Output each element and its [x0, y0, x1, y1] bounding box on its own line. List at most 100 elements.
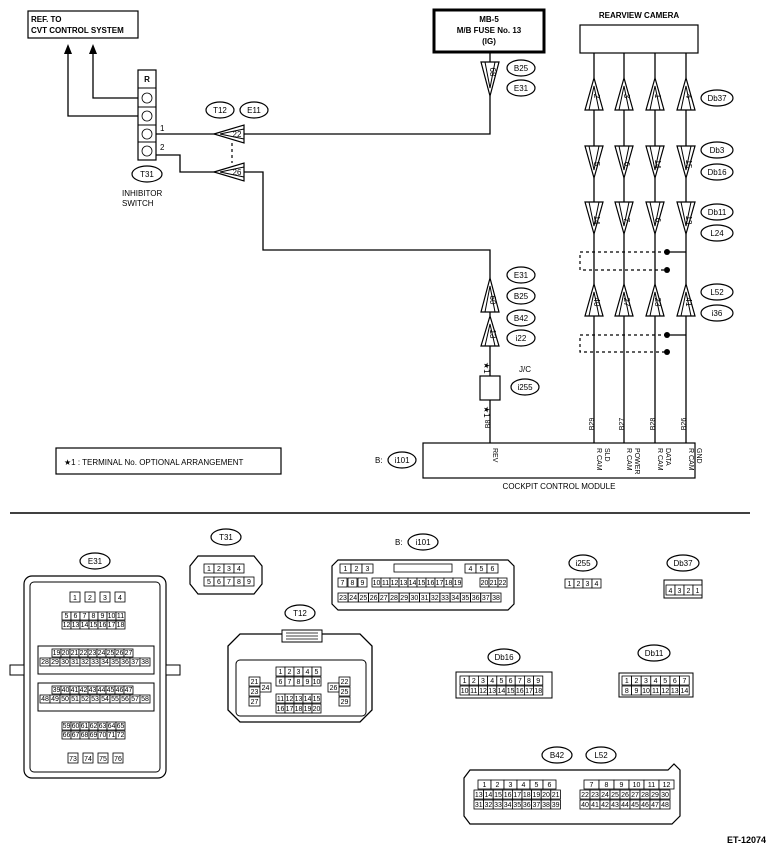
connector-pin-number: 15 — [507, 688, 515, 695]
connector-pin-number: 13 — [475, 792, 483, 799]
connector-pin-number: 34 — [451, 595, 459, 602]
db16-face-tag — [487, 648, 521, 666]
t31-connector-body — [189, 555, 263, 595]
rev-pin-60-connector: 60 — [480, 275, 500, 313]
connector-pin-number: 14 — [81, 622, 89, 629]
l52-face-tag — [585, 746, 617, 764]
t31-code: T31 — [140, 170, 154, 179]
connector-pin — [243, 576, 255, 587]
pin-13: 13 — [488, 330, 497, 339]
connector-pin-number: 27 — [631, 792, 639, 799]
connector-pin-number: 68 — [81, 732, 89, 739]
connector-pin-number: 33 — [91, 659, 99, 666]
connector-pin — [311, 666, 322, 677]
connector-pin-number: 13 — [400, 580, 408, 587]
connector-pin-number: 15 — [418, 580, 426, 587]
connector-pin-number: 8 — [297, 679, 301, 686]
connector-pin-number: 8 — [92, 613, 96, 620]
connector-pin-number: 71 — [108, 732, 116, 739]
connector-pin-number: 6 — [217, 579, 221, 586]
cockpit-control-module-box — [422, 442, 696, 479]
ccm-pin: B27 — [619, 418, 626, 431]
ref-line1: REF. TO — [31, 15, 62, 24]
fuse-box: MB-5 M/B FUSE No. 13 (IG) — [432, 8, 546, 54]
connector-pin — [490, 592, 502, 603]
connector-pin-number: 29 — [400, 595, 408, 602]
connector-pin-number: 23 — [339, 595, 347, 602]
connector-pin-number: 27 — [380, 595, 388, 602]
connector-pin-number: 32 — [431, 595, 439, 602]
connector-pin-number: 73 — [69, 756, 77, 763]
connector-pin-number: 75 — [99, 756, 107, 763]
connector-pin-number: 3 — [644, 678, 648, 685]
camera-tier-tag — [700, 203, 734, 221]
connector-pin-number: 40 — [62, 687, 70, 694]
connector-pin-number: 27 — [251, 699, 259, 706]
connector-pin-number: 8 — [625, 688, 629, 695]
connector-pin-number: 20 — [62, 650, 70, 657]
connector-pin-number: 42 — [80, 687, 88, 694]
inhibitor-line1: INHIBITOR — [122, 189, 163, 198]
connector-pin — [112, 752, 124, 764]
connector-pin-number: 9 — [620, 782, 624, 789]
connector-pin-number: 3 — [227, 566, 231, 573]
connector-pin-number: 37 — [131, 659, 139, 666]
connector-pin-number: 40 — [581, 802, 589, 809]
connector-pin-number: 17 — [513, 792, 521, 799]
connector-pin-number: 26 — [116, 650, 124, 657]
connector-pin-number: 8 — [237, 579, 241, 586]
connector-pin-number: 16 — [99, 622, 107, 629]
ccm-pin: B8 — [485, 420, 492, 429]
db16-face-label: Db16 — [494, 653, 514, 662]
b42-face-label: B42 — [550, 751, 565, 760]
db37-face-label: Db37 — [673, 559, 693, 568]
camera-pin-number: 2 — [592, 94, 601, 99]
t31-face-label: T31 — [219, 533, 233, 542]
connector-pin-number: 34 — [504, 802, 512, 809]
connector-pin-number: 5 — [65, 613, 69, 620]
connector-pin-number: 18 — [117, 622, 125, 629]
connector-pin-number: 4 — [654, 678, 658, 685]
connector-pin-number: 36 — [472, 595, 480, 602]
connector-pin-number: 6 — [673, 678, 677, 685]
connector-pin-number: 55 — [111, 696, 119, 703]
connector-pin-number: 1 — [207, 566, 211, 573]
i101-face-label: i101 — [415, 538, 431, 547]
connector-pin-number: 29 — [651, 792, 659, 799]
wire-1-label: 1 — [160, 124, 165, 133]
connector-pin-number: 16 — [504, 792, 512, 799]
connector-pin-number: 52 — [81, 696, 89, 703]
connector-pin-number: 31 — [71, 659, 79, 666]
fuse-line1: MB-5 — [479, 15, 499, 24]
connector-pin-number: 51 — [71, 696, 79, 703]
b42-face-tag — [541, 746, 573, 764]
connector-pin-number: 47 — [651, 802, 659, 809]
connector-pin-number: 5 — [207, 579, 211, 586]
connector-pin-number: 26 — [330, 685, 338, 692]
inhibitor-r-label: R — [144, 75, 150, 84]
connector-pin-number: 16 — [427, 580, 435, 587]
arrow-up-icon — [64, 44, 72, 54]
pin-68: 68 — [488, 68, 497, 77]
note-box — [55, 447, 282, 475]
connector-pin — [550, 799, 561, 810]
connector-pin-number: 38 — [542, 802, 550, 809]
connector-pin-number: 28 — [390, 595, 398, 602]
e31-top-code: E31 — [514, 84, 529, 93]
connector-pin-number: 6 — [509, 678, 513, 685]
connector-pin-number: 58 — [141, 696, 149, 703]
connector-pin-number: 5 — [535, 782, 539, 789]
ref-cvt-box: REF. TO CVT CONTROL SYSTEM — [27, 10, 139, 39]
connector-pin-number: 18 — [523, 792, 531, 799]
connector-pin-number: 69 — [90, 732, 98, 739]
connector-pin-number: 7 — [288, 679, 292, 686]
connector-pin — [115, 620, 126, 630]
connector-pin-number: 18 — [295, 706, 303, 713]
e31-connector-body — [9, 575, 181, 779]
rev-pin-13-connector: 13 — [480, 313, 500, 347]
connector-pin-number: 41 — [71, 687, 79, 694]
